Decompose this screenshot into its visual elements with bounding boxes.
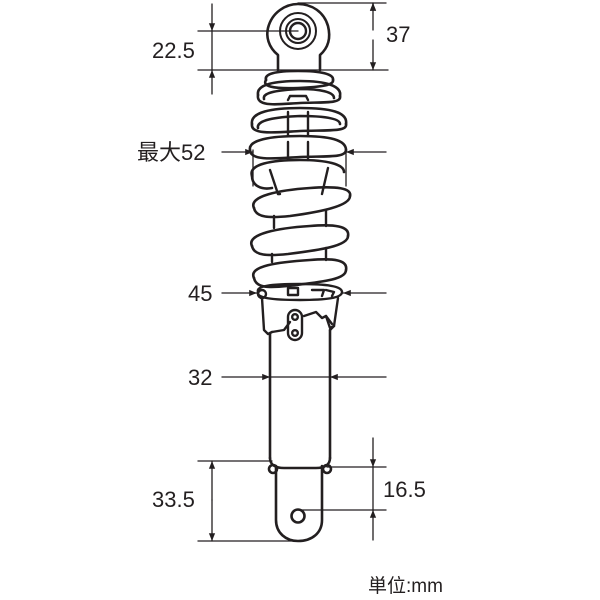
unit-note: 単位:mm [368,576,443,597]
dimension-label-spring-max-diameter: 最大52 [137,140,206,165]
spring-lower-seat [256,282,344,302]
damper-body [268,328,332,470]
top-mount-eye [266,2,331,72]
coil-spring [248,79,352,289]
spring-upper-seat [263,69,335,90]
damper-rod [268,94,330,264]
dimension-lines [197,2,389,542]
adjuster-collar [260,296,340,342]
dimension-label-bottom-eye-overall: 33.5 [152,487,195,512]
dimension-label-spring-seat-diameter: 45 [188,281,213,306]
bottom-mount-eye [267,463,333,543]
dimension-label-body-diameter: 32 [188,365,213,390]
dimension-label-top-eye-overall: 37 [386,22,411,47]
dimension-label-bottom-eye-center: 16.5 [383,477,426,502]
dimension-label-top-eye-center: 22.5 [152,38,195,63]
